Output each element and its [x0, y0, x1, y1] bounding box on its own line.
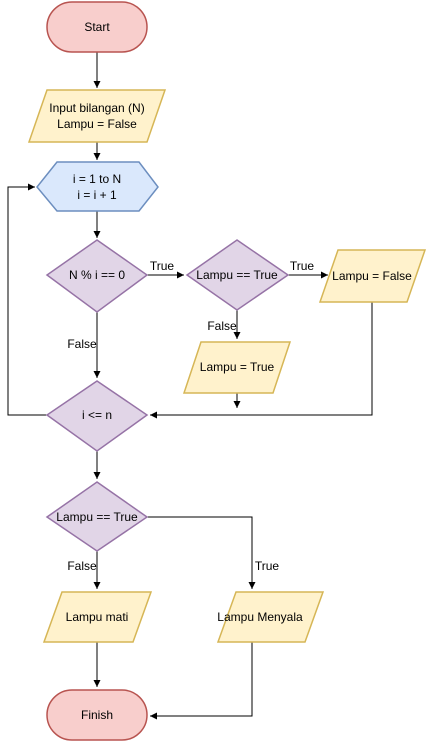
- edge-loop-back: [7, 183, 47, 416]
- i-le-n-label: i <= n: [82, 408, 112, 422]
- mod-check-label: N % i == 0: [69, 268, 125, 282]
- edge-labels: True True False False False True: [67, 259, 314, 573]
- lampu-mati-label: Lampu mati: [66, 610, 129, 624]
- loop-hexagon: [36, 161, 159, 212]
- lampu-menyala-label: Lampu Menyala: [217, 610, 303, 624]
- set-false-parallelogram: [318, 249, 427, 303]
- lampu-check-1-decision: [185, 239, 290, 311]
- i-le-n-decision: [45, 380, 149, 452]
- edge-lampu-menyala-to-finish: [150, 642, 253, 720]
- edges: [7, 52, 373, 720]
- edge-label-mod-false: False: [67, 337, 97, 351]
- finish-terminator: [46, 689, 148, 741]
- start-terminator: [46, 1, 148, 53]
- loop-label-line1: i = 1 to N: [73, 172, 121, 186]
- edge-label-lampu2-true: True: [255, 559, 280, 573]
- input-label-line1: Input bilangan (N): [49, 101, 144, 115]
- finish-label: Finish: [81, 708, 113, 722]
- mod-check-decision: [45, 239, 149, 313]
- loop-label-line2: i = i + 1: [77, 188, 117, 202]
- set-true-parallelogram: [182, 341, 292, 394]
- set-true-label: Lampu = True: [200, 360, 275, 374]
- edge-label-lampu1-false: False: [207, 319, 237, 333]
- edge-lampu-check-2-true: [147, 516, 256, 589]
- lampu-check-2-decision: [45, 481, 149, 552]
- start-label: Start: [84, 20, 110, 34]
- lampu-check-2-label: Lampu == True: [56, 510, 138, 524]
- edge-set-false-to-i-le-n: [150, 302, 373, 419]
- edge-label-lampu2-false: False: [67, 559, 97, 573]
- input-label-line2: Lampu = False: [57, 117, 137, 131]
- lampu-check-1-label: Lampu == True: [196, 268, 278, 282]
- lampu-mati-parallelogram: [42, 591, 153, 643]
- set-false-label: Lampu = False: [332, 269, 412, 283]
- edge-label-lampu1-true: True: [290, 259, 315, 273]
- edge-label-mod-true: True: [150, 259, 175, 273]
- input-parallelogram: [27, 89, 167, 143]
- lampu-menyala-parallelogram: [216, 591, 325, 643]
- nodes: Start Input bilangan (N) Lampu = False i…: [27, 1, 427, 741]
